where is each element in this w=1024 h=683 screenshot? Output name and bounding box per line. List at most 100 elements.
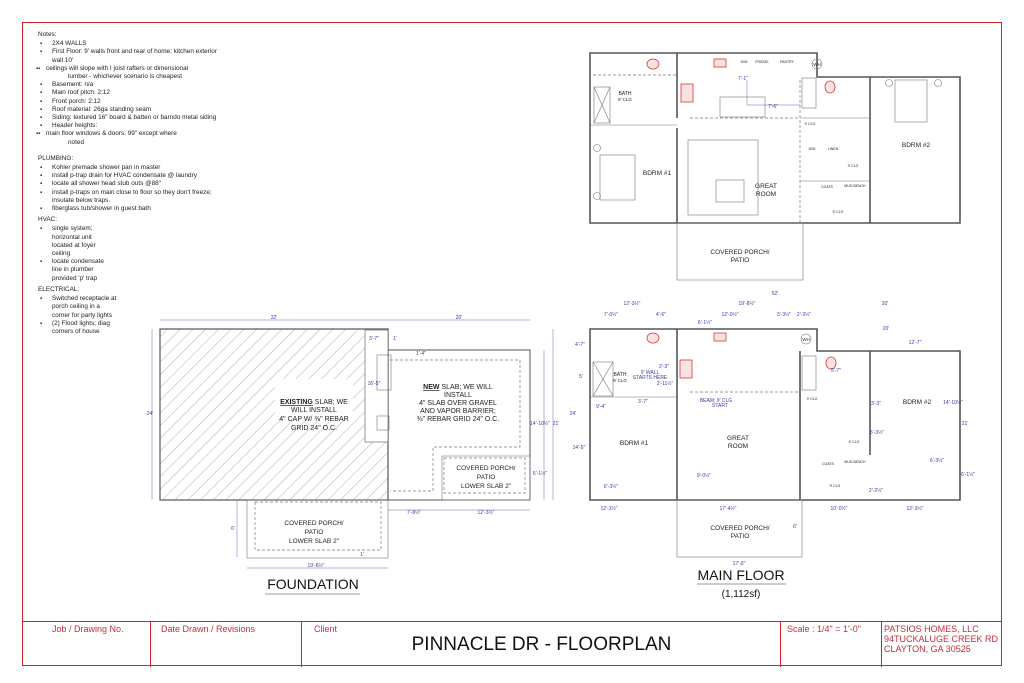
note-text: ceilings will slope with I joist rafters…	[46, 64, 189, 72]
upper-floor-plan: BATH 9' CLG BDRM #1 BDRM #2 GREAT ROOM C…	[589, 52, 961, 281]
dimension-label: 7'-8½"	[407, 509, 421, 516]
ceiling-height-label: 9' CLG	[830, 484, 841, 488]
electrical-list: Switched receptacle at porch ceiling in …	[38, 295, 118, 336]
dimension-label: 21'	[962, 421, 969, 427]
note-text: install p-traps on main close to floor s…	[52, 188, 212, 204]
job-drawing-cell: Job / Drawing No.	[22, 622, 151, 667]
dimension-label: 2'-11½"	[657, 380, 674, 387]
bed	[894, 79, 928, 123]
dimension-label: 14'-10½"	[943, 399, 963, 406]
plumbing-heading: PLUMBING:	[38, 154, 74, 162]
water-heater-label: WH	[802, 337, 810, 342]
sink-icon	[713, 332, 727, 342]
porch-label: COVERED PORCH/	[710, 525, 769, 532]
mud-bench-label: MUD BENCH	[844, 460, 866, 464]
new-slab-inner	[390, 359, 521, 492]
company-address-2: CLAYTON, GA 30525	[884, 644, 971, 654]
dimension-label: 4'-6"	[656, 312, 666, 318]
note-line: SLAB; WE	[313, 399, 348, 406]
porch-label-2: PATIO	[731, 533, 750, 540]
porch-right-label: COVERED PORCH/	[456, 465, 515, 472]
note-item: Header heights:	[38, 122, 228, 130]
shower	[593, 86, 611, 124]
note-item: Front porch: 2:12	[38, 98, 228, 106]
range-icon	[680, 83, 694, 103]
note-text: Kohler premade shower pan in master	[52, 164, 161, 172]
shower	[592, 361, 614, 397]
dimension-label: 4'-7"	[575, 342, 585, 348]
new-slab-note: NEW SLAB; WE WILL	[423, 384, 493, 391]
toilet-icon	[646, 332, 660, 344]
foundation-plan: EXISTING SLAB; WE WILL INSTALL 4" CAP W/…	[147, 315, 560, 595]
note-text: locate all shower head stub outs @88"	[52, 180, 161, 188]
dimension-label: 19'-8½"	[308, 562, 325, 569]
note-item: Siding: textured 16" board & batten or b…	[38, 114, 228, 122]
title-block: Job / Drawing No. Date Drawn / Revisions…	[22, 621, 1002, 667]
porch-slab-bottom	[246, 499, 389, 559]
drawing-title: PINNACLE DR - FLOORPLAN	[411, 634, 672, 655]
dimension-label: 1'-4"	[416, 351, 426, 357]
dimension-label: 9'-0½"	[697, 472, 711, 479]
dimension-label: 7'-6"	[768, 104, 778, 110]
dimension-label: 21'	[553, 421, 560, 427]
ceiling-height-label: 9' CLG	[807, 397, 818, 401]
dimension-label: 12'-0½"	[722, 311, 739, 318]
note-item: locate condensate line in plumber provid…	[38, 258, 110, 283]
drain-box	[376, 415, 390, 431]
job-drawing-label: Job / Drawing No.	[52, 624, 124, 634]
existing-slab-note-3: 4" CAP W/ ⅜" REBAR	[279, 416, 348, 423]
porch-bottom-label-3: LOWER SLAB 2"	[289, 538, 340, 545]
porch-bottom-label: COVERED PORCH/	[284, 520, 343, 527]
note-item: Main roof pitch: 2:12	[38, 89, 228, 97]
ceiling-height-label: 9' CLG	[613, 378, 627, 383]
bath-cutout	[364, 329, 389, 443]
note-item: 2X4 WALLS	[38, 40, 228, 48]
room-label-bdrm1: BDRM #1	[620, 440, 649, 447]
new-label: NEW	[423, 384, 440, 391]
room-label-bath: BATH	[619, 91, 632, 97]
dimension-label: 2'-2½"	[869, 487, 883, 494]
room-label-bdrm2: BDRM #2	[903, 399, 932, 406]
dimension-label: 9'-4"	[596, 404, 606, 410]
dimension-label: 6'-3½"	[604, 483, 618, 490]
dimension-label: 32'	[271, 315, 278, 321]
ceiling-height-label: 9' CLG	[849, 440, 860, 444]
room-label-bdrm1: BDRM #1	[643, 170, 672, 177]
note-item: install p-trap drain for HVAC condensate…	[38, 172, 228, 180]
mud-bench-label: MUD BENCH	[844, 184, 866, 188]
dimension-label: 12'-3½"	[907, 505, 924, 512]
ceiling-height-label: 9' CLG	[833, 210, 844, 214]
porch-label: COVERED PORCH/	[710, 249, 769, 256]
room-label-bdrm2: BDRM #2	[902, 142, 931, 149]
hvac-list: single system; horizontal unit located a…	[38, 225, 110, 282]
electrical-heading: ELECTRICAL:	[38, 285, 80, 293]
dimension-label: 6'-1½"	[698, 319, 712, 326]
room-label-bath: BATH	[614, 372, 627, 378]
tub	[801, 77, 817, 109]
notes-heading: Notes:	[38, 31, 57, 38]
ceiling-height-label: 9' CLG	[848, 164, 859, 168]
room-label-great: GREAT	[755, 183, 777, 190]
existing-label: EXISTING	[280, 399, 313, 406]
note-text: Roof material: 26ga standing seam	[52, 105, 152, 113]
linen-label: LINEN	[828, 147, 839, 151]
note-item: locate all shower head stub outs @88"	[38, 180, 228, 188]
scale-cell: Scale : 1/4" = 1'-0"	[781, 622, 882, 667]
note-text: Basement: n/a	[52, 81, 94, 89]
dimension-label: 5'-7"	[831, 368, 841, 374]
dimension-label: 7'-0½"	[604, 311, 618, 318]
new-slab-note-4: AND VAPOR BARRIER;	[420, 408, 496, 415]
dimension-label: 24'	[570, 411, 577, 417]
note-item: fiberglass tub/shower in guest bath	[38, 205, 228, 213]
porch-bottom-label-2: PATIO	[305, 529, 324, 536]
wall-note: 9' WALL	[641, 370, 660, 376]
ceiling-height-label: 9' CLG	[618, 97, 632, 102]
coats-label: COATS	[821, 185, 833, 189]
dimension-label: 12'-3½"	[478, 509, 495, 516]
company-cell: PATSIOS HOMES, LLC 94TUCKALUGE CREEK RD …	[882, 622, 1002, 667]
dimension-label: 20'	[456, 315, 463, 321]
note-item: single system; horizontal unit located a…	[38, 225, 110, 258]
main-floor-title: MAIN FLOOR	[697, 567, 784, 583]
dimension-label: 6'-3½"	[930, 457, 944, 464]
